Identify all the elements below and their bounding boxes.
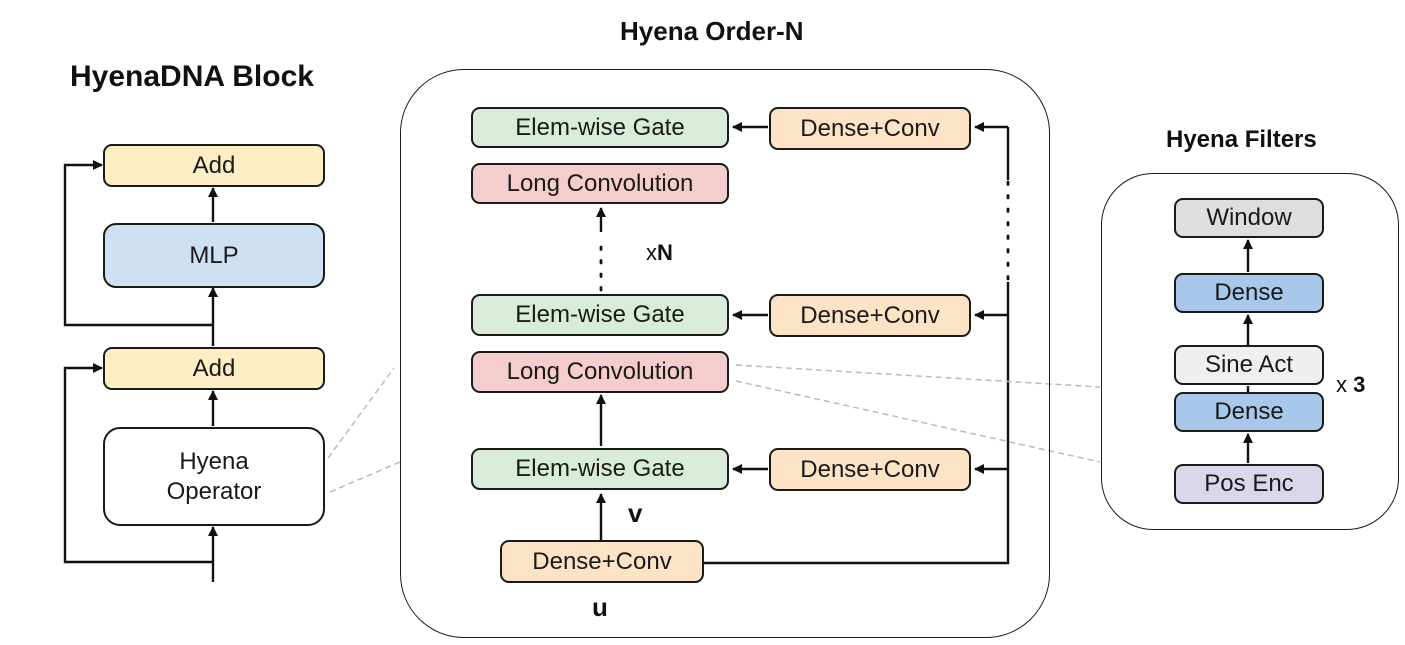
hyena-filters-title: Hyena Filters — [1166, 126, 1317, 153]
dense-top-label: Dense — [1214, 279, 1284, 306]
dense-bottom-box: Dense — [1174, 392, 1324, 432]
elem-wise-gate-mid-box: Elem-wise Gate — [471, 294, 729, 336]
add-bottom-box: Add — [103, 347, 325, 390]
repeat-n-symbol: N — [657, 240, 673, 265]
long-convolution-top-box: Long Convolution — [471, 163, 729, 204]
hyena-operator-box: Hyena Operator — [103, 427, 325, 526]
hyenadna-block-title: HyenaDNA Block — [70, 60, 314, 93]
residual-connection-upper — [63, 160, 213, 327]
dense-bottom-label: Dense — [1214, 398, 1284, 425]
zoom-line-2 — [329, 461, 401, 493]
dense-conv-mid-box: Dense+Conv — [769, 294, 971, 337]
long-convolution-mid-box: Long Convolution — [471, 351, 729, 393]
elem-wise-gate-top-label: Elem-wise Gate — [515, 113, 685, 141]
elem-wise-gate-bottom-label: Elem-wise Gate — [515, 455, 685, 482]
repeat-n-label: xN — [646, 240, 673, 266]
u-label: u — [592, 592, 608, 622]
sine-act-label: Sine Act — [1204, 351, 1294, 378]
elem-wise-gate-bottom-box: Elem-wise Gate — [471, 448, 729, 490]
hyena-order-n-title: Hyena Order-N — [620, 16, 804, 46]
dense-conv-input-box: Dense+Conv — [500, 540, 704, 583]
zoom-line-4 — [735, 380, 1101, 463]
dense-conv-top-label: Dense+Conv — [800, 114, 940, 142]
window-label: Window — [1206, 204, 1292, 231]
long-convolution-top-label: Long Convolution — [506, 169, 694, 197]
add-bottom-label: Add — [192, 354, 236, 382]
v-label: v — [628, 498, 643, 528]
dense-top-box: Dense — [1174, 273, 1324, 313]
repeat-3-label: x 3 — [1336, 372, 1365, 398]
elem-wise-gate-mid-label: Elem-wise Gate — [515, 301, 685, 328]
dense-conv-top-box: Dense+Conv — [769, 107, 971, 150]
dense-conv-bottom-box: Dense+Conv — [769, 448, 971, 491]
repeat-n-prefix: x — [646, 240, 657, 265]
dense-conv-input-label: Dense+Conv — [532, 547, 672, 575]
residual-connection-lower — [63, 363, 213, 564]
elem-wise-gate-top-box: Elem-wise Gate — [471, 107, 729, 148]
sine-act-box: Sine Act — [1174, 345, 1324, 385]
add-top-label: Add — [192, 151, 236, 179]
dense-conv-bottom-label: Dense+Conv — [800, 455, 940, 483]
mlp-label: MLP — [189, 241, 239, 269]
pos-enc-box: Pos Enc — [1174, 464, 1324, 504]
zoom-line-3 — [735, 364, 1101, 388]
pos-enc-label: Pos Enc — [1204, 470, 1294, 497]
add-top-box: Add — [103, 144, 325, 187]
repeat-3-count: 3 — [1353, 372, 1366, 397]
hyena-order-n-panel — [400, 69, 1050, 638]
zoom-line-1 — [327, 367, 395, 459]
dense-conv-mid-label: Dense+Conv — [800, 301, 940, 329]
hyena-filters-panel — [1101, 173, 1399, 530]
repeat-3-prefix: x — [1336, 372, 1347, 397]
long-convolution-mid-label: Long Convolution — [506, 358, 694, 385]
hyena-operator-label-line1: Hyena — [179, 447, 249, 475]
hyena-operator-label-line2: Operator — [166, 477, 262, 505]
mlp-box: MLP — [103, 223, 325, 288]
window-box: Window — [1174, 198, 1324, 238]
